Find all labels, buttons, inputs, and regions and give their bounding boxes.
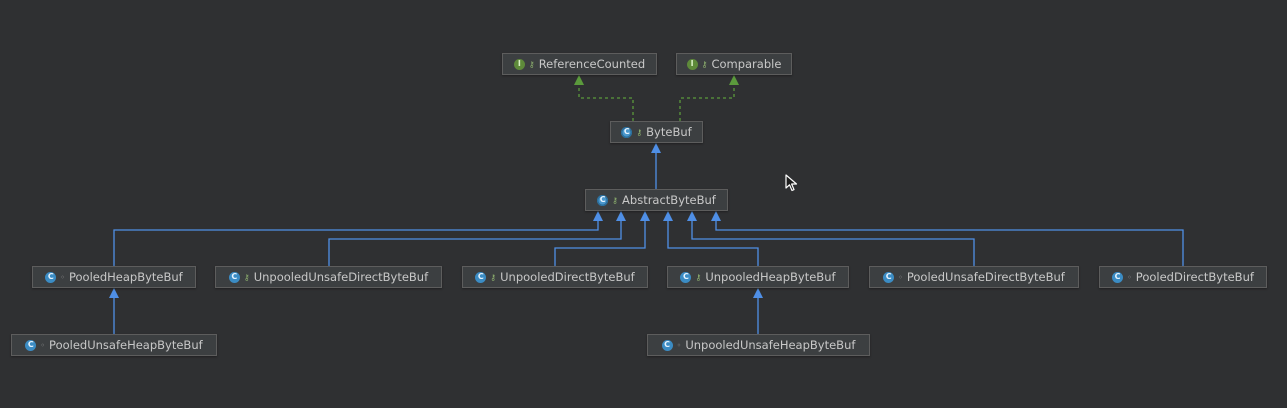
class-node-comparable[interactable]: I⚷Comparable bbox=[676, 53, 792, 75]
public-visibility-icon: ⚷ bbox=[636, 127, 643, 137]
class-node-label: PooledDirectByteBuf bbox=[1135, 270, 1254, 284]
class-node-label: PooledUnsafeHeapByteBuf bbox=[49, 338, 203, 352]
extends-edge-unpooled-unsafe-heap-byte-buf-to-unpooled-heap-byte-buf bbox=[753, 288, 763, 334]
public-visibility-icon: ⚷ bbox=[701, 59, 708, 69]
arrowhead-icon bbox=[711, 211, 721, 221]
class-node-label: UnpooledUnsafeDirectByteBuf bbox=[253, 270, 429, 284]
public-visibility-icon: ⚷ bbox=[528, 59, 535, 69]
class-icon: C bbox=[680, 271, 692, 283]
arrowhead-icon bbox=[593, 211, 603, 221]
edge-line bbox=[667, 220, 759, 266]
package-private-icon: ◦ bbox=[898, 272, 903, 282]
final-class-icon: C bbox=[661, 339, 673, 351]
public-visibility-icon: ⚷ bbox=[612, 195, 619, 205]
abstract-class-icon: C bbox=[621, 126, 633, 138]
implements-edge-byte-buf-to-reference-counted bbox=[574, 75, 634, 121]
edge-line bbox=[328, 220, 622, 266]
extends-edge-pooled-unsafe-heap-byte-buf-to-pooled-heap-byte-buf bbox=[109, 288, 119, 334]
interface-icon: I bbox=[686, 58, 698, 70]
implements-edge-byte-buf-to-comparable bbox=[679, 75, 739, 121]
arrowhead-icon bbox=[574, 75, 584, 85]
arrowhead-icon bbox=[687, 211, 697, 221]
class-node-label: PooledHeapByteBuf bbox=[68, 270, 183, 284]
public-visibility-icon: ⚷ bbox=[243, 272, 250, 282]
class-node-abstract-byte-buf[interactable]: C⚷AbstractByteBuf bbox=[585, 189, 728, 211]
edge-line bbox=[113, 220, 599, 266]
arrowhead-icon bbox=[651, 143, 661, 153]
arrowhead-icon bbox=[729, 75, 739, 85]
class-node-label: ReferenceCounted bbox=[538, 57, 646, 71]
arrowhead-icon bbox=[616, 211, 626, 221]
class-node-label: AbstractByteBuf bbox=[622, 193, 716, 207]
class-node-label: Comparable bbox=[711, 57, 782, 71]
class-node-unpooled-heap-byte-buf[interactable]: C⚷UnpooledHeapByteBuf bbox=[667, 266, 849, 288]
class-icon: C bbox=[228, 271, 240, 283]
arrowhead-icon bbox=[753, 288, 763, 298]
class-icon: C bbox=[475, 271, 487, 283]
interface-icon: I bbox=[513, 58, 525, 70]
package-private-icon: ◦ bbox=[40, 340, 46, 350]
final-class-icon: C bbox=[25, 339, 37, 351]
extends-edge-unpooled-unsafe-direct-byte-buf-to-abstract-byte-buf bbox=[328, 211, 626, 266]
edge-line bbox=[715, 220, 1184, 266]
class-node-unpooled-direct-byte-buf[interactable]: C⚷UnpooledDirectByteBuf bbox=[462, 266, 648, 288]
edge-line bbox=[554, 220, 646, 266]
mouse-cursor-icon bbox=[785, 174, 798, 192]
class-node-reference-counted[interactable]: I⚷ReferenceCounted bbox=[502, 53, 657, 75]
extends-edge-pooled-unsafe-direct-byte-buf-to-abstract-byte-buf bbox=[687, 211, 975, 266]
edge-line bbox=[679, 84, 735, 121]
arrowhead-icon bbox=[663, 211, 673, 221]
class-node-pooled-heap-byte-buf[interactable]: C◦PooledHeapByteBuf bbox=[32, 266, 196, 288]
package-private-icon: ◦ bbox=[60, 272, 65, 282]
final-class-icon: C bbox=[1112, 271, 1124, 283]
extends-edge-pooled-heap-byte-buf-to-abstract-byte-buf bbox=[113, 211, 603, 266]
class-node-label: ByteBuf bbox=[646, 125, 692, 139]
edge-line bbox=[691, 220, 975, 266]
class-node-byte-buf[interactable]: C⚷ByteBuf bbox=[610, 121, 703, 143]
extends-edge-unpooled-heap-byte-buf-to-abstract-byte-buf bbox=[663, 211, 759, 266]
class-node-unpooled-unsafe-heap-byte-buf[interactable]: C◦UnpooledUnsafeHeapByteBuf bbox=[647, 334, 870, 356]
arrowhead-icon bbox=[109, 288, 119, 298]
class-node-label: PooledUnsafeDirectByteBuf bbox=[906, 270, 1065, 284]
class-node-pooled-unsafe-direct-byte-buf[interactable]: C◦PooledUnsafeDirectByteBuf bbox=[869, 266, 1079, 288]
class-node-label: UnpooledUnsafeHeapByteBuf bbox=[685, 338, 856, 352]
class-icon: C bbox=[45, 271, 57, 283]
arrowhead-icon bbox=[640, 211, 650, 221]
class-node-label: UnpooledDirectByteBuf bbox=[500, 270, 635, 284]
public-visibility-icon: ⚷ bbox=[490, 272, 497, 282]
class-node-unpooled-unsafe-direct-byte-buf[interactable]: C⚷UnpooledUnsafeDirectByteBuf bbox=[215, 266, 442, 288]
final-class-icon: C bbox=[883, 271, 895, 283]
package-private-icon: ◦ bbox=[1127, 272, 1132, 282]
public-visibility-icon: ⚷ bbox=[695, 272, 702, 282]
abstract-class-icon: C bbox=[597, 194, 609, 206]
class-node-pooled-unsafe-heap-byte-buf[interactable]: C◦PooledUnsafeHeapByteBuf bbox=[11, 334, 217, 356]
extends-edge-pooled-direct-byte-buf-to-abstract-byte-buf bbox=[711, 211, 1184, 266]
package-private-icon: ◦ bbox=[676, 340, 682, 350]
extends-edge-unpooled-direct-byte-buf-to-abstract-byte-buf bbox=[554, 211, 650, 266]
class-node-pooled-direct-byte-buf[interactable]: C◦PooledDirectByteBuf bbox=[1099, 266, 1267, 288]
edge-line bbox=[578, 84, 634, 121]
class-node-label: UnpooledHeapByteBuf bbox=[705, 270, 836, 284]
extends-edge-abstract-byte-buf-to-byte-buf bbox=[651, 143, 661, 189]
